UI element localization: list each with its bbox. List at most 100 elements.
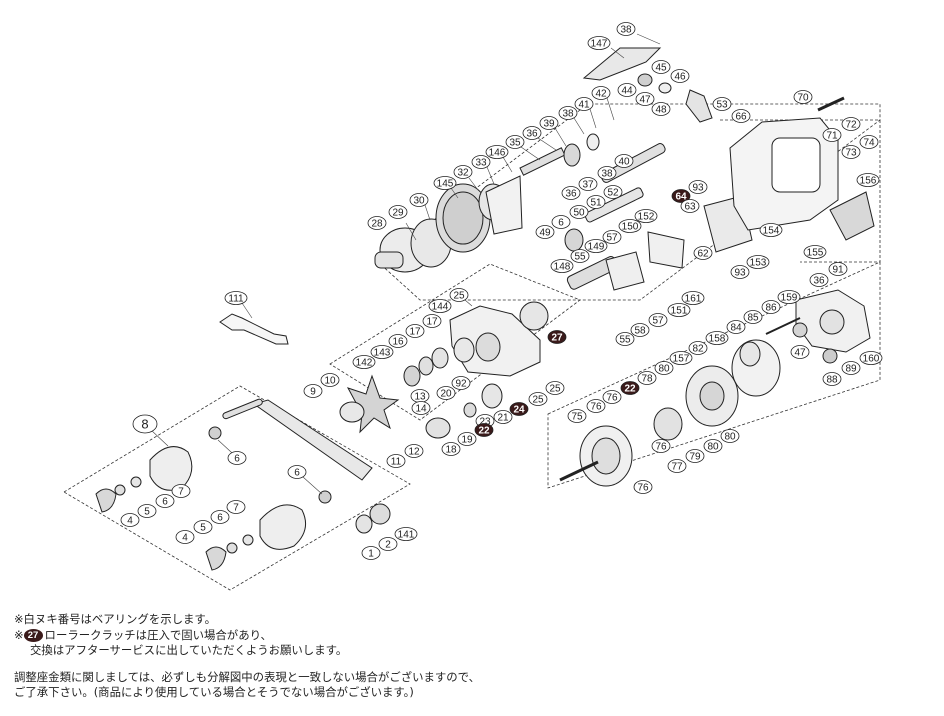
part-callout-88: 88 [822, 372, 842, 386]
callout-number: 85 [747, 313, 759, 324]
callout-oval [505, 135, 525, 149]
callout-oval [370, 345, 394, 359]
callout-oval [567, 409, 587, 423]
part-callout-62: 62 [693, 246, 713, 260]
callout-number: 57 [652, 316, 664, 327]
callout-number: 79 [689, 452, 701, 463]
callout-number: 8 [141, 417, 148, 432]
callout-oval [436, 386, 456, 400]
callout-number: 89 [845, 364, 857, 375]
part-callout-142: 142 [352, 355, 376, 369]
callout-number: 36 [526, 129, 538, 140]
callout-number: 6 [558, 218, 564, 229]
callout-oval [367, 216, 387, 230]
callout-number: 18 [445, 445, 457, 456]
callout-number: 24 [513, 405, 525, 416]
callout-oval [584, 239, 608, 253]
part-callout-36: 36 [522, 126, 542, 140]
part-callout-7: 7 [171, 484, 191, 498]
part-callout-143: 143 [370, 345, 394, 359]
callout-number: 4 [182, 533, 188, 544]
part-callout-24: 24 [509, 402, 529, 416]
part-callout-55: 55 [615, 332, 635, 346]
callout-oval [841, 117, 861, 131]
part-callout-161: 161 [681, 291, 705, 305]
part-callout-6: 6 [287, 465, 307, 479]
callout-oval [615, 332, 635, 346]
callout-oval [453, 165, 473, 179]
callout-number: 57 [606, 233, 618, 244]
callout-number: 10 [324, 376, 336, 387]
callout-number: 111 [228, 294, 244, 305]
callout-number: 27 [551, 333, 563, 344]
callout-number: 78 [641, 374, 653, 385]
dashed-frame-spool-group [547, 261, 881, 489]
part-callout-45: 45 [651, 60, 671, 74]
part-callout-12: 12 [404, 444, 424, 458]
part-callout-63: 63 [680, 199, 700, 213]
callout-oval [616, 22, 636, 36]
callout-oval [809, 273, 829, 287]
part-callout-41: 41 [574, 97, 594, 111]
callout-oval [226, 500, 246, 514]
callout-oval [630, 323, 650, 337]
callout-number: 33 [475, 158, 487, 169]
callout-oval [388, 334, 408, 348]
callout-oval [175, 530, 195, 544]
part-callout-6: 6 [210, 510, 230, 524]
callout-number: 7 [178, 487, 184, 498]
part-callout-11: 11 [386, 454, 406, 468]
part-callout-146: 146 [485, 145, 509, 159]
part-callout-22: 22 [474, 423, 494, 437]
callout-number: 11 [391, 457, 402, 468]
part-callout-156: 156 [856, 173, 880, 187]
callout-number: 41 [578, 100, 590, 111]
callout-number: 48 [655, 105, 667, 116]
part-callout-57: 57 [648, 313, 668, 327]
note-roller-clutch-text: ローラークラッチは圧入で固い場合があり、 [44, 627, 272, 642]
callout-number: 82 [692, 344, 704, 355]
callout-oval [602, 230, 622, 244]
callout-oval [545, 381, 565, 395]
callout-number: 74 [863, 138, 875, 149]
callout-number: 150 [622, 222, 639, 233]
callout-number: 66 [735, 112, 747, 123]
part-callout-13: 13 [410, 389, 430, 403]
callout-oval [405, 324, 425, 338]
part-callout-85: 85 [743, 310, 763, 324]
callout-oval [193, 520, 213, 534]
callout-oval [522, 126, 542, 140]
part-callout-74: 74 [859, 135, 879, 149]
part-callout-49: 49 [535, 225, 555, 239]
part-callout-14: 14 [411, 401, 431, 415]
callout-number: 22 [478, 426, 490, 437]
part-callout-91: 91 [828, 262, 848, 276]
callout-oval [361, 546, 381, 560]
part-callout-47: 47 [790, 345, 810, 359]
part-callout-57: 57 [602, 230, 622, 244]
callout-number: 88 [826, 375, 838, 386]
part-callout-149: 149 [584, 239, 608, 253]
callout-oval [574, 97, 594, 111]
callout-oval [569, 205, 589, 219]
callout-oval [671, 189, 691, 203]
callout-number: 25 [532, 395, 544, 406]
callout-oval [703, 439, 723, 453]
callout-oval [859, 351, 883, 365]
part-callout-36: 36 [561, 186, 581, 200]
callout-oval [428, 299, 452, 313]
callout-oval [685, 449, 705, 463]
part-callout-50: 50 [569, 205, 589, 219]
callout-number: 70 [797, 93, 809, 104]
callout-number: 151 [671, 306, 688, 317]
part-callout-37: 37 [578, 177, 598, 191]
callout-oval [651, 60, 671, 74]
callout-number: 28 [371, 219, 383, 230]
callout-oval [688, 341, 708, 355]
callout-number: 53 [716, 100, 728, 111]
callout-oval [633, 480, 653, 494]
callout-number: 2 [385, 540, 391, 551]
callout-oval [651, 439, 671, 453]
note-bearing: ※白ヌキ番号はベアリングを示します。 [14, 612, 217, 626]
part-callout-4: 4 [120, 513, 140, 527]
